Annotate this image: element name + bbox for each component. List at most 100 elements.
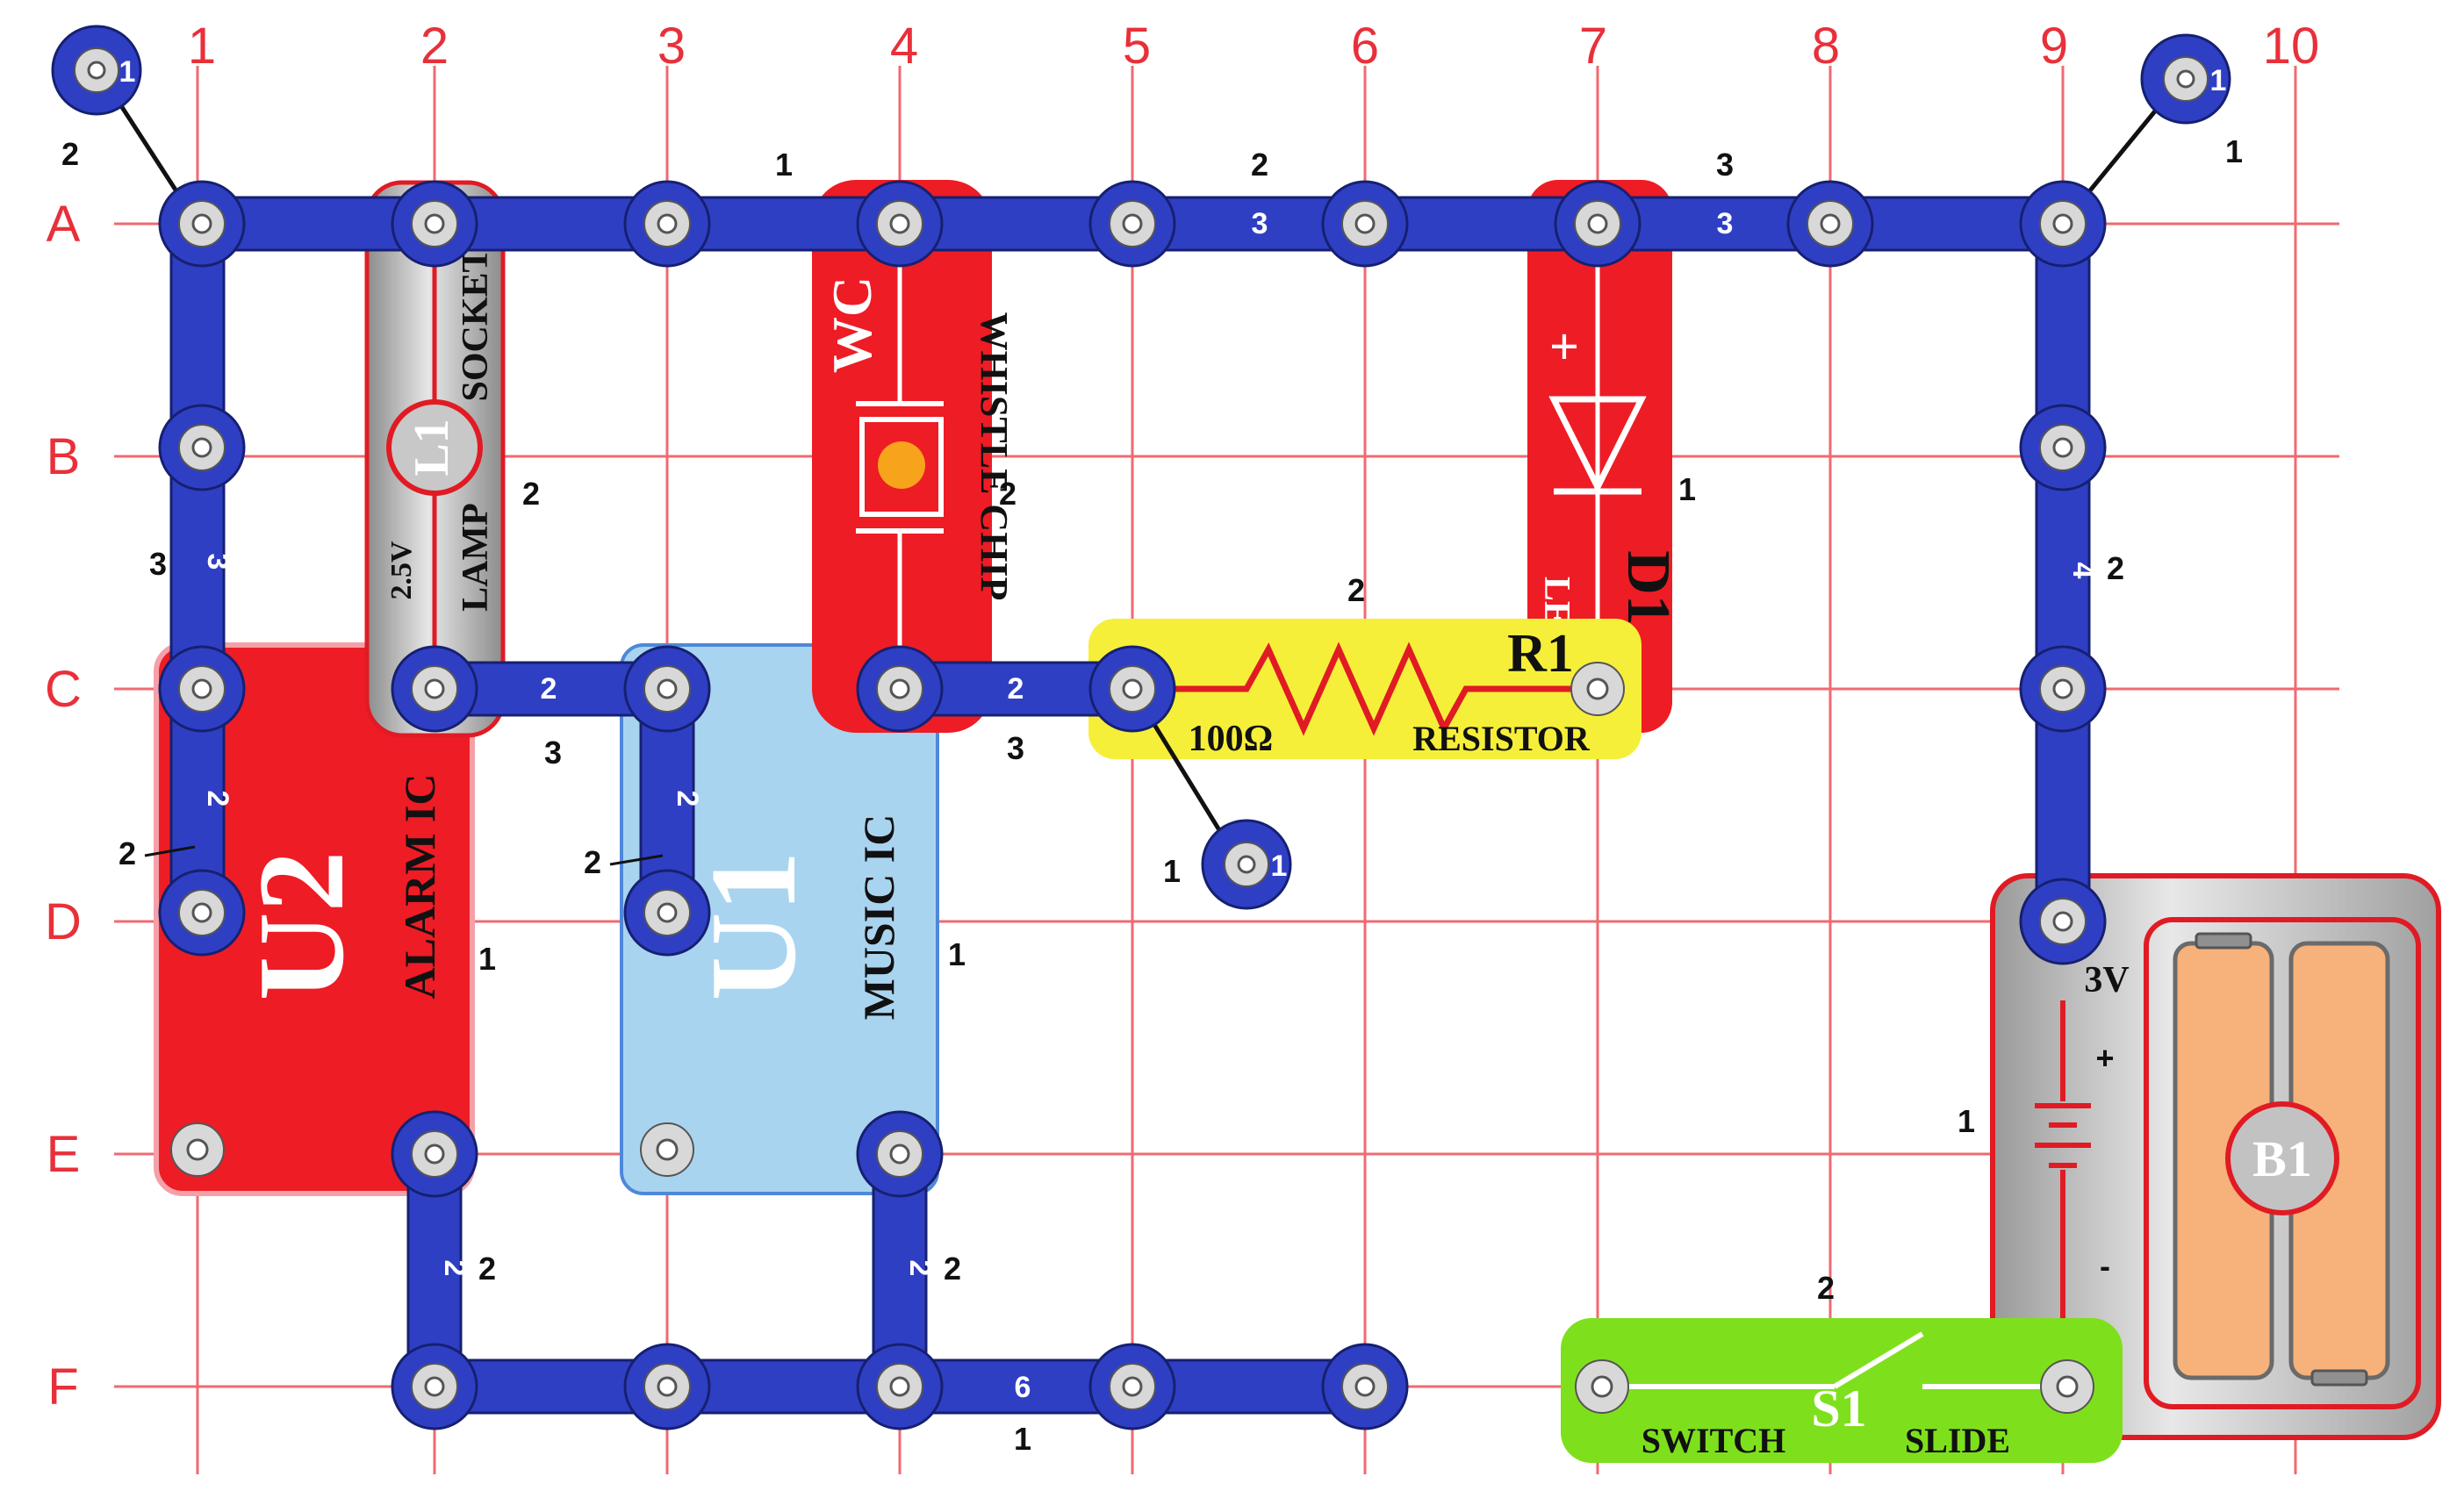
wire-level: 2 (119, 835, 136, 871)
wire-number: 2 (903, 1260, 937, 1277)
snap-hole (424, 213, 445, 234)
snap-hole (1591, 1375, 1613, 1398)
battery-voltage: 3V (2084, 960, 2129, 1000)
snap[interactable] (391, 1110, 478, 1198)
jumper-number: 1 (2210, 64, 2227, 97)
snap[interactable] (158, 404, 246, 491)
music-ic-u1[interactable]: U1 MUSIC IC 1 (620, 643, 966, 1195)
snap-hole (424, 1143, 445, 1165)
snap[interactable] (640, 1122, 694, 1177)
snap[interactable] (170, 1122, 225, 1177)
snap[interactable] (2019, 878, 2107, 965)
resistor-r1[interactable]: R1 100Ω RESISTOR 2 (1088, 572, 1641, 759)
grid-col-label: 1 (188, 18, 216, 75)
grid-row-label: C (45, 661, 82, 718)
switch-label-right: SLIDE (1905, 1421, 2010, 1460)
battery-level: 1 (1958, 1103, 1975, 1139)
snap[interactable] (623, 180, 711, 268)
grid-col-label: 3 (657, 18, 686, 75)
snap[interactable] (1088, 645, 1176, 733)
snap[interactable] (2019, 645, 2107, 733)
snap[interactable] (391, 645, 478, 733)
snap[interactable] (1088, 180, 1176, 268)
led-triangle-icon (1548, 396, 1647, 494)
snap[interactable] (623, 869, 711, 957)
snap[interactable] (1570, 662, 1625, 716)
snap-hole (657, 678, 678, 699)
grid-col-label: 9 (2040, 18, 2068, 75)
battery-cell-right-terminal (2310, 1369, 2368, 1387)
snap[interactable] (158, 869, 246, 957)
snap-hole (424, 678, 445, 699)
jumper-number: 1 (119, 55, 136, 89)
lamp-bulb-icon (386, 399, 483, 496)
grid-row-label: E (47, 1126, 81, 1183)
snap[interactable] (623, 645, 711, 733)
wire-level: 2 (1251, 147, 1268, 183)
snap[interactable] (856, 645, 944, 733)
snap[interactable] (1321, 180, 1409, 268)
battery-minus: - (2100, 1248, 2110, 1284)
lamp-line2: LAMP (456, 503, 496, 612)
snap-hole (1122, 1376, 1143, 1397)
wire-number: 6 (1015, 1371, 1031, 1404)
resistor-body (1088, 619, 1641, 759)
music-ic-body (620, 643, 939, 1195)
wire-number: 3 (1252, 207, 1268, 240)
snap[interactable] (391, 180, 478, 268)
wire-number: 2 (438, 1260, 471, 1277)
wire-number: 3 (1717, 207, 1734, 240)
resistor-value: 100Ω (1189, 719, 1274, 759)
snap[interactable] (1575, 1359, 1629, 1414)
snap[interactable] (1554, 180, 1641, 268)
grid-row-label: B (47, 428, 81, 485)
lamp-socket-l1[interactable]: L1 SOCKET LAMP 2.5V 2 (364, 180, 540, 738)
whistle-name: WHISTLE CHIP (973, 312, 1016, 601)
slide-switch-s1[interactable]: S1 SWITCH SLIDE 2 (1561, 1270, 2123, 1463)
switch-code: S1 (1811, 1380, 1866, 1437)
snap[interactable] (158, 645, 246, 733)
lamp-line1: SOCKET (456, 247, 496, 401)
whistle-chip-wc[interactable]: WC WHISTLE CHIP 2 (812, 180, 1016, 733)
snap-hole (2052, 437, 2073, 458)
wire-number: 3 (201, 554, 234, 570)
alarm-ic-u2[interactable]: U2 ALARM IC 1 (154, 642, 496, 1196)
music-ic-level: 1 (948, 936, 966, 972)
jumper-hole (2176, 69, 2195, 89)
snap-hole (656, 1138, 679, 1161)
snap[interactable] (2019, 180, 2107, 268)
snap-hole (424, 1376, 445, 1397)
snap[interactable] (391, 1343, 478, 1430)
snap[interactable] (1088, 1343, 1176, 1430)
snap[interactable] (2040, 1359, 2094, 1414)
jumper-top-right[interactable]: 1 1 (2061, 33, 2243, 226)
battery-b1[interactable]: B1 3V + - 1 (1958, 873, 2441, 1440)
snap[interactable] (623, 1343, 711, 1430)
snap[interactable] (2019, 404, 2107, 491)
led-d1[interactable]: + D1 LED 1 (1527, 180, 1696, 733)
snap-hole (2052, 213, 2073, 234)
snap[interactable] (856, 1343, 944, 1430)
snap[interactable] (1321, 1343, 1409, 1430)
snap[interactable] (158, 180, 246, 268)
snap[interactable] (856, 1110, 944, 1198)
snap[interactable] (856, 180, 944, 268)
wire-level: 2 (2107, 550, 2124, 586)
battery-plus: + (2095, 1040, 2114, 1076)
resistor-name: RESISTOR (1412, 719, 1591, 758)
alarm-ic-code: U2 (233, 850, 370, 1000)
snap-hole (191, 213, 212, 234)
wire-level: 1 (775, 147, 793, 183)
wire-level: 1 (1014, 1421, 1031, 1457)
wire-level-leader (144, 845, 196, 857)
snap[interactable] (1786, 180, 1874, 268)
snap-hole (1586, 677, 1609, 700)
battery-bay (2144, 917, 2421, 1409)
jumper-level: 2 (61, 136, 79, 172)
switch-level: 2 (1817, 1270, 1835, 1306)
snap-hole (889, 213, 910, 234)
music-ic-name: MUSIC IC (854, 814, 903, 1021)
jumper-hole (1237, 855, 1256, 874)
snap-hole (1122, 213, 1143, 234)
lamp-rating: 2.5V (385, 541, 418, 600)
